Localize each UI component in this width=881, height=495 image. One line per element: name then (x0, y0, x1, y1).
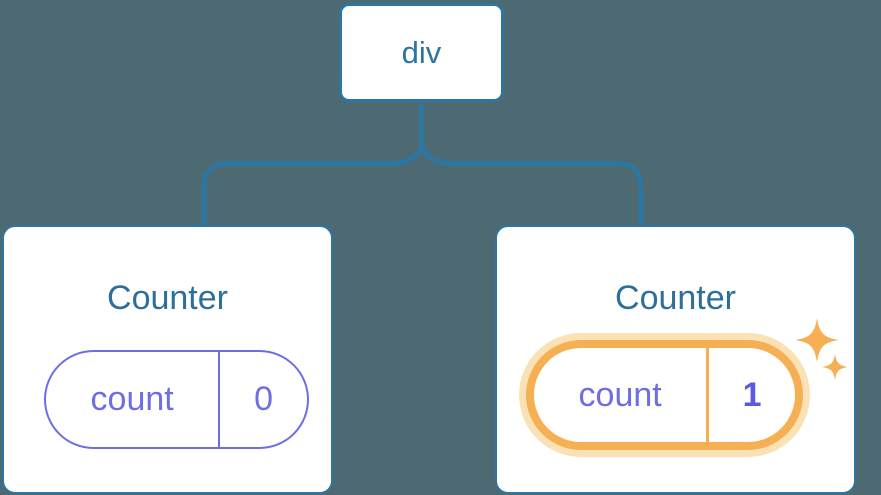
state-value: 0 (254, 380, 274, 418)
state-key: count (534, 348, 710, 442)
counter-card-right: Counter count 1 (495, 225, 856, 494)
connector-left-branch (201, 104, 424, 226)
root-node-div: div (339, 3, 504, 102)
counter-card-left: Counter count 0 (2, 225, 333, 494)
state-value: 1 (742, 375, 762, 414)
counter-card-left-title: Counter (107, 279, 228, 317)
connector-right-branch (419, 104, 644, 226)
sparkle-small-star (822, 354, 848, 380)
sparkle-icon (795, 318, 848, 380)
state-key: count (46, 352, 221, 447)
state-pill-count-1-highlighted: count 1 (526, 340, 803, 450)
sparkle-large-star (795, 318, 839, 362)
state-pill-count-0: count 0 (44, 350, 309, 449)
counter-card-right-title: Counter (615, 279, 736, 317)
root-node-label: div (401, 34, 442, 70)
